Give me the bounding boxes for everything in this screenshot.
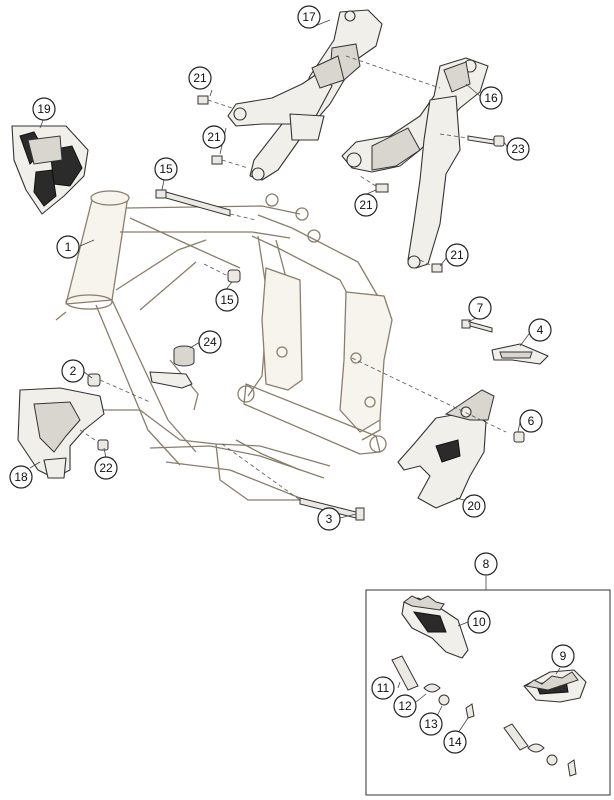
callout-1-label: 1 (65, 240, 72, 254)
nut-2 (87, 373, 101, 387)
part-20-bracket (397, 389, 495, 509)
bolt-21c (375, 183, 389, 193)
subframe-left-part (227, 9, 383, 181)
pivot-plate-left (261, 267, 303, 391)
footrest-assembly-box (365, 589, 611, 796)
callout-21a: 21 (188, 66, 212, 90)
subframe-right-part (341, 57, 489, 269)
callout-12: 12 (393, 694, 417, 718)
callout-23: 23 (506, 137, 530, 161)
callout-12-label: 12 (398, 699, 412, 713)
callout-2: 2 (61, 359, 85, 383)
callout-17: 17 (297, 5, 321, 29)
bolt-21a (197, 95, 209, 105)
pin-11 (391, 655, 419, 691)
clip-14 (465, 703, 475, 719)
callout-16-label: 16 (484, 91, 498, 105)
callout-16: 16 (479, 86, 503, 110)
callout-22-label: 22 (99, 461, 113, 475)
part-18-guard (17, 387, 105, 479)
callout-17-label: 17 (302, 10, 316, 24)
callout-22: 22 (94, 456, 118, 480)
part-19-cover (11, 125, 89, 215)
callout-8-label: 8 (483, 557, 490, 571)
callout-15b-label: 15 (220, 293, 234, 307)
nut-22 (97, 439, 109, 451)
callout-7-label: 7 (477, 301, 484, 315)
callout-21b-label: 21 (207, 130, 221, 144)
callout-9: 9 (551, 644, 575, 668)
callout-2-label: 2 (70, 364, 77, 378)
callout-11-label: 11 (377, 681, 390, 695)
callout-15a-label: 15 (159, 162, 173, 176)
callout-15b: 15 (215, 288, 239, 312)
footrest-part-9 (523, 669, 587, 703)
callout-4: 4 (528, 318, 552, 342)
steering-head-top (90, 190, 130, 206)
bolt-15a (165, 191, 231, 217)
callout-10: 10 (467, 610, 491, 634)
callout-24: 24 (198, 330, 222, 354)
callout-19-label: 19 (37, 102, 51, 116)
callout-21c: 21 (354, 193, 378, 217)
callout-14: 14 (443, 730, 467, 754)
callout-19: 19 (32, 97, 56, 121)
part-4-clip (491, 343, 549, 365)
bolt-21d (431, 263, 443, 273)
spring-12 (423, 683, 441, 693)
nut-23 (493, 135, 505, 147)
callout-8: 8 (474, 552, 498, 576)
callout-10-label: 10 (472, 615, 486, 629)
callout-6: 6 (519, 409, 543, 433)
callout-15a: 15 (154, 157, 178, 181)
part-24-buffer (149, 345, 195, 389)
fasteners (79, 55, 525, 521)
callout-4-label: 4 (537, 323, 544, 337)
callout-21d-label: 21 (450, 248, 464, 262)
footrest-part-10 (401, 595, 469, 659)
footrest-small-parts (391, 655, 577, 777)
callout-24-label: 24 (203, 335, 217, 349)
bolt-7 (469, 321, 493, 333)
main-frame (55, 190, 393, 501)
callout-1: 1 (56, 235, 80, 259)
callout-21a-label: 21 (193, 71, 207, 85)
callout-20-label: 20 (467, 499, 481, 513)
callout-13: 13 (419, 712, 443, 736)
washer-13 (438, 694, 450, 706)
callout-21b: 21 (202, 125, 226, 149)
callout-13-label: 13 (424, 717, 438, 731)
callout-18: 18 (9, 465, 33, 489)
pivot-plate-right (339, 291, 393, 433)
callout-14-label: 14 (448, 735, 462, 749)
bolt-21b (211, 155, 223, 165)
callout-9-label: 9 (560, 649, 567, 663)
callout-23-label: 23 (511, 142, 525, 156)
callout-6-label: 6 (528, 414, 535, 428)
callout-21c-label: 21 (359, 198, 373, 212)
callout-11: 11 (371, 676, 395, 700)
callout-7: 7 (468, 296, 492, 320)
callout-3-label: 3 (326, 512, 333, 526)
callout-18-label: 18 (14, 470, 28, 484)
nut-15b (227, 269, 241, 283)
nut-6 (513, 431, 525, 443)
callout-20: 20 (462, 494, 486, 518)
callout-3: 3 (317, 507, 341, 531)
callout-21d: 21 (445, 243, 469, 267)
